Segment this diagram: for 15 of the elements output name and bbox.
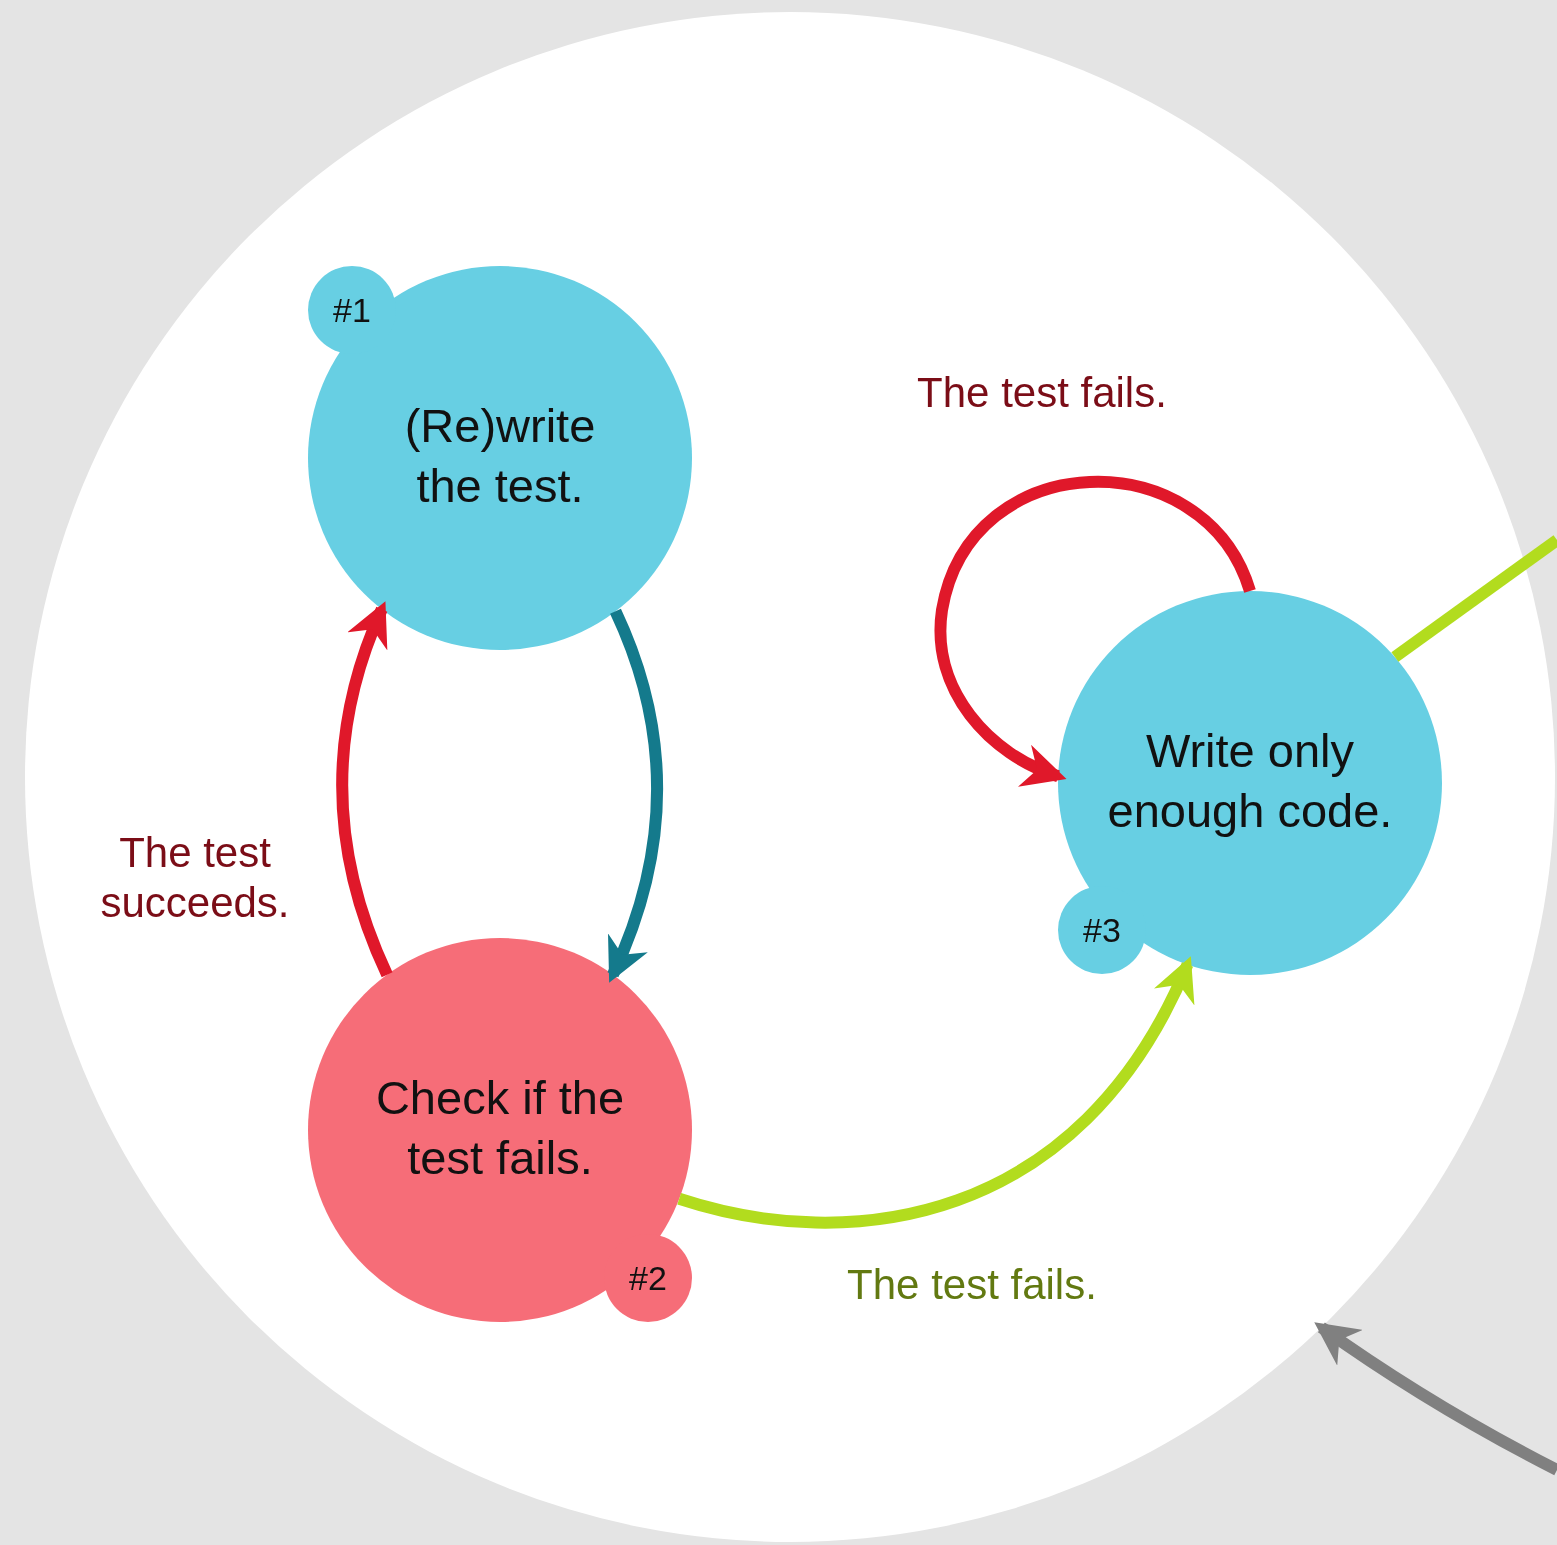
- step-circle: [1058, 591, 1442, 975]
- step-circle: [308, 938, 692, 1322]
- arrow: [677, 956, 1193, 1229]
- arrow: [934, 476, 1256, 785]
- edge-label: The test fails.: [916, 368, 1168, 418]
- background-circle: [25, 12, 1555, 1542]
- arrow: [1314, 1322, 1557, 1476]
- edge-label: The test fails.: [846, 1260, 1098, 1310]
- step-label: Write only enough code.: [1106, 723, 1394, 839]
- step-label: (Re)write the test.: [403, 398, 597, 514]
- arrow: [336, 601, 393, 978]
- step-label: Check if the test fails.: [374, 1070, 626, 1186]
- edge-label: The test succeeds.: [99, 828, 291, 928]
- arrow: [606, 608, 664, 983]
- step-circle: [308, 266, 692, 650]
